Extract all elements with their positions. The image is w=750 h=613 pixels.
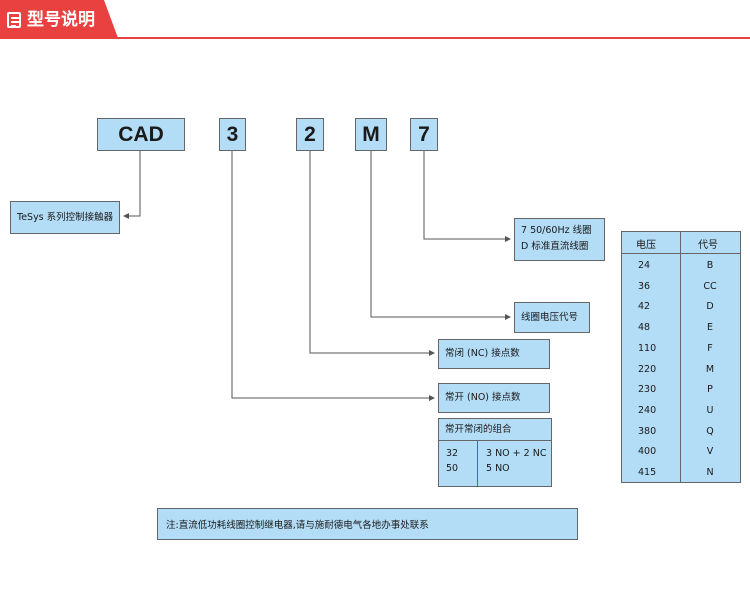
nc-contacts-label: 常闭 (NC) 接点数 [445, 348, 520, 359]
voltage-value: 48 [638, 322, 651, 334]
connector-nc [309, 150, 435, 356]
connector-coil-type [423, 150, 511, 242]
connector-no [231, 150, 435, 401]
coil-voltage-label: 线圈电压代号 [521, 311, 579, 323]
combination-code-2: 50 [446, 463, 459, 474]
voltage-code: B [706, 260, 714, 271]
code-box-3: 3 [219, 118, 246, 151]
combination-code-1: 32 [446, 448, 459, 459]
code-box-7: 7 [410, 118, 438, 151]
voltage-table-header-divider [622, 253, 740, 254]
coil-type-box: 7 50/60Hz 线圈 D 标准直流线圈 [514, 218, 605, 261]
connector-series [123, 150, 141, 219]
combination-title: 常开常闭的组合 [445, 424, 512, 435]
combination-divider [439, 440, 551, 441]
no-contacts-box: 常开 (NO) 接点数 [438, 383, 550, 413]
code-box-2: 2 [296, 118, 324, 151]
voltage-header: 电压 [636, 240, 656, 251]
voltage-code: D [706, 301, 714, 313]
nc-contacts-box: 常闭 (NC) 接点数 [438, 339, 550, 369]
page-title: 型号说明 [27, 10, 95, 30]
voltage-value: 415 [638, 467, 657, 478]
combination-desc-1: 3 NO + 2 NC [486, 448, 547, 459]
code-box-cad: CAD [97, 118, 185, 151]
combination-box: 常开常闭的组合 32 3 NO + 2 NC 50 5 NO [438, 418, 552, 487]
voltage-code: N [706, 467, 714, 478]
voltage-table-column-divider [680, 232, 681, 482]
coil-voltage-box: 线圈电压代号 [514, 302, 590, 333]
series-label: TeSys 系列控制接触器 [17, 211, 114, 223]
voltage-code: P [707, 384, 713, 396]
voltage-value: 220 [638, 363, 657, 375]
voltage-code: E [706, 322, 713, 334]
coil-type-line-1: 7 50/60Hz 线圈 [521, 225, 592, 236]
voltage-code-table: 电压 代号 24 B 36 CC 42 D 48 E 110 F 220 M 230 P 240 U 380 Q 4… [621, 231, 741, 483]
combination-column-divider [477, 440, 478, 486]
connector-coil-voltage [370, 150, 511, 320]
voltage-value: 42 [638, 301, 651, 313]
combination-desc-2: 5 NO [486, 463, 510, 474]
note-box: 注:直流低功耗线圈控制继电器,请与施耐德电气各地办事处联系 [157, 508, 578, 540]
no-contacts-label: 常开 (NO) 接点数 [445, 392, 521, 403]
voltage-code: Q [706, 425, 714, 437]
coil-type-line-2: D 标准直流线圈 [521, 241, 589, 252]
voltage-code: CC [703, 280, 717, 292]
code-box-m: M [355, 118, 387, 151]
voltage-value: 36 [638, 280, 651, 292]
document-icon [7, 12, 21, 28]
voltage-value: 230 [638, 384, 657, 396]
voltage-value: 400 [638, 446, 657, 458]
voltage-code: V [706, 446, 714, 458]
header-divider [0, 37, 750, 39]
voltage-code: F [707, 342, 713, 354]
voltage-value: 240 [638, 404, 657, 416]
voltage-code: M [705, 363, 715, 375]
voltage-value: 24 [638, 260, 651, 271]
voltage-value: 110 [638, 342, 657, 354]
code-header: 代号 [698, 240, 718, 251]
note-text: 注:直流低功耗线圈控制继电器,请与施耐德电气各地办事处联系 [166, 520, 429, 531]
voltage-value: 380 [638, 425, 657, 437]
series-label-box: TeSys 系列控制接触器 [10, 201, 120, 234]
voltage-code: U [706, 404, 714, 416]
